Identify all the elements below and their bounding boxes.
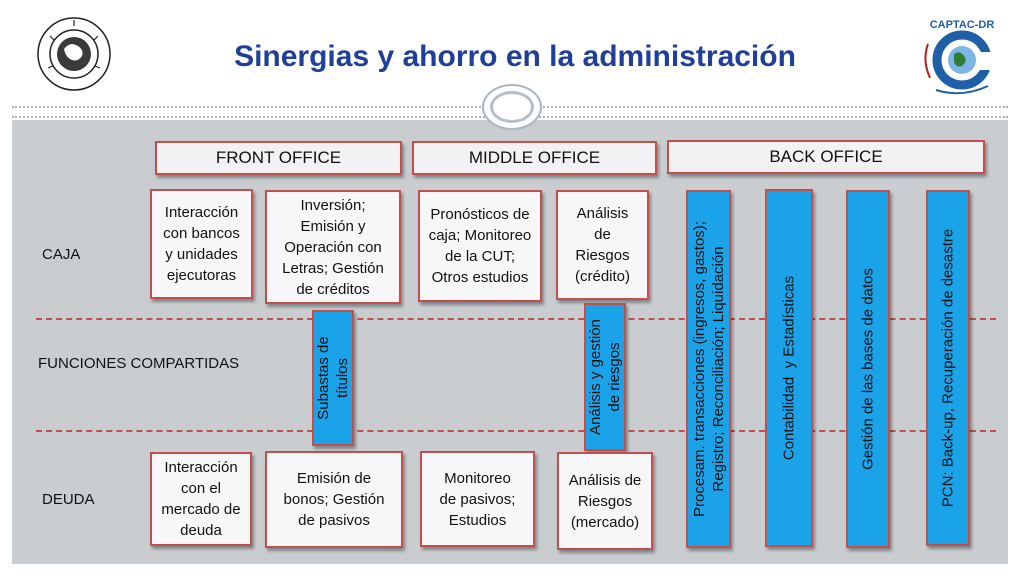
middle-office-header: MIDDLE OFFICE	[412, 141, 657, 175]
row-label-deuda: DEUDA	[42, 491, 95, 508]
center-ornament	[482, 84, 542, 130]
captac-dr-logo-icon: CAPTAC-DR	[912, 14, 1008, 100]
row-label-funciones-compartidas: FUNCIONES COMPARTIDAS	[38, 355, 240, 372]
row-label-caja: CAJA	[42, 246, 81, 263]
imf-seal-icon	[37, 17, 111, 91]
captac-dr-wordmark: CAPTAC-DR	[930, 19, 995, 31]
back-office-procesamiento-transacciones: Procesam. transacciones (ingresos, gasto…	[686, 190, 731, 548]
back-office-contabilidad-estadisticas: Contabilidad y Estadísticas	[765, 189, 813, 547]
back-office-gestion-bases-datos: Gestión de las bases de datos	[846, 190, 890, 548]
row-separator-lower	[36, 430, 996, 432]
page-title: Sinergias y ahorro en la administración	[234, 40, 796, 73]
front-office-header: FRONT OFFICE	[155, 141, 402, 175]
back-office-header: BACK OFFICE	[667, 140, 985, 174]
back-office-pcn-backup: PCN: Back-up, Recuperación de desastre	[926, 190, 970, 546]
row-separator-upper	[36, 318, 996, 320]
